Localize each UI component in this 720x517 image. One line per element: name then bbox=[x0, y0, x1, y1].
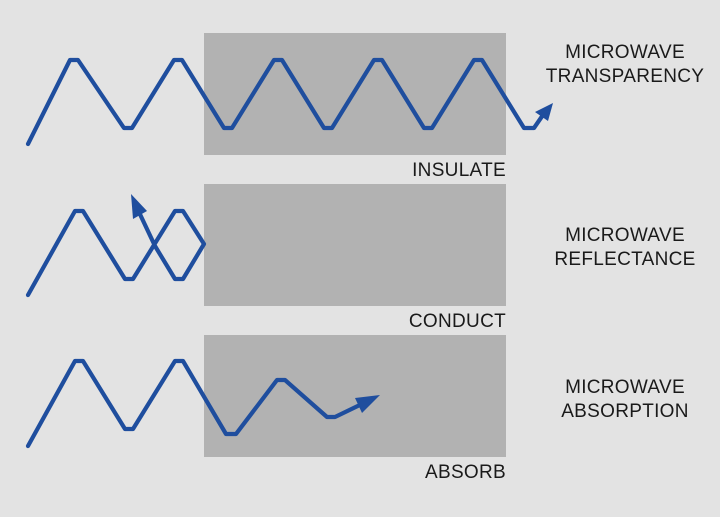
absorb-label: ABSORB bbox=[425, 462, 506, 483]
transmitted-wave bbox=[25, 57, 553, 147]
insulate-label: INSULATE bbox=[412, 160, 506, 181]
conduct-label: CONDUCT bbox=[408, 311, 506, 332]
effect-line-2: ABSORPTION bbox=[561, 401, 689, 422]
arrow-head-icon bbox=[131, 194, 147, 219]
absorbed-wave bbox=[25, 358, 380, 449]
absorption-label: MICROWAVE ABSORPTION bbox=[530, 376, 720, 424]
effect-line-2: REFLECTANCE bbox=[554, 249, 696, 270]
arrow-head-icon bbox=[535, 103, 553, 121]
conductor-material-block bbox=[204, 184, 506, 306]
transparency-label: MICROWAVE TRANSPARENCY bbox=[530, 41, 720, 89]
reflected-wave bbox=[25, 194, 207, 298]
effect-line-2: TRANSPARENCY bbox=[545, 66, 705, 87]
reflectance-label: MICROWAVE REFLECTANCE bbox=[530, 224, 720, 272]
effect-line-1: MICROWAVE bbox=[565, 377, 685, 398]
effect-line-1: MICROWAVE bbox=[565, 42, 685, 63]
arrow-head-icon bbox=[355, 395, 380, 413]
absorber-material-block bbox=[204, 335, 506, 457]
effect-line-1: MICROWAVE bbox=[565, 225, 685, 246]
